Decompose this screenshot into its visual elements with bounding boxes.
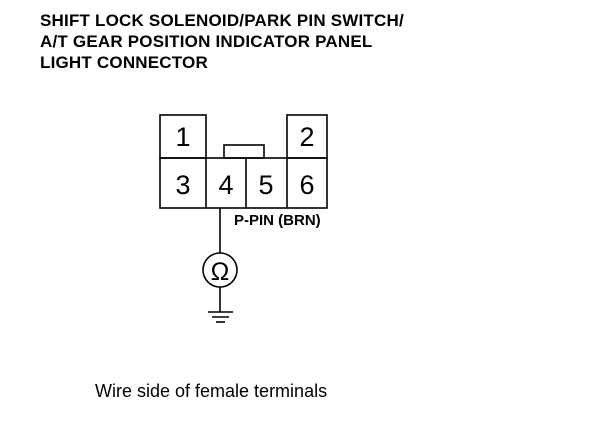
diagram-title: SHIFT LOCK SOLENOID/PARK PIN SWITCH/ A/T… bbox=[40, 10, 600, 73]
lower-row bbox=[159, 157, 328, 209]
pin-number-1: 1 bbox=[175, 122, 190, 152]
pin-number-6: 6 bbox=[299, 170, 314, 200]
caption: Wire side of female terminals bbox=[95, 381, 328, 401]
lock-tab bbox=[223, 144, 265, 159]
title-line-3: LIGHT CONNECTOR bbox=[40, 53, 208, 72]
title-line-2: A/T GEAR POSITION INDICATOR PANEL bbox=[40, 32, 373, 51]
pin-number-4: 4 bbox=[218, 170, 233, 200]
title-line-1: SHIFT LOCK SOLENOID/PARK PIN SWITCH/ bbox=[40, 11, 404, 30]
connector-body bbox=[159, 114, 328, 209]
ohmmeter-icon: Ω bbox=[202, 252, 238, 288]
wire-label: P-PIN (BRN) bbox=[234, 212, 321, 229]
ground-icon bbox=[208, 311, 233, 323]
pin-number-3: 3 bbox=[175, 170, 190, 200]
pin-number-2: 2 bbox=[299, 122, 314, 152]
ohm-symbol: Ω bbox=[211, 258, 230, 286]
pin-numbers: 1 2 3 4 5 6 bbox=[175, 122, 314, 200]
pin-number-5: 5 bbox=[258, 170, 273, 200]
